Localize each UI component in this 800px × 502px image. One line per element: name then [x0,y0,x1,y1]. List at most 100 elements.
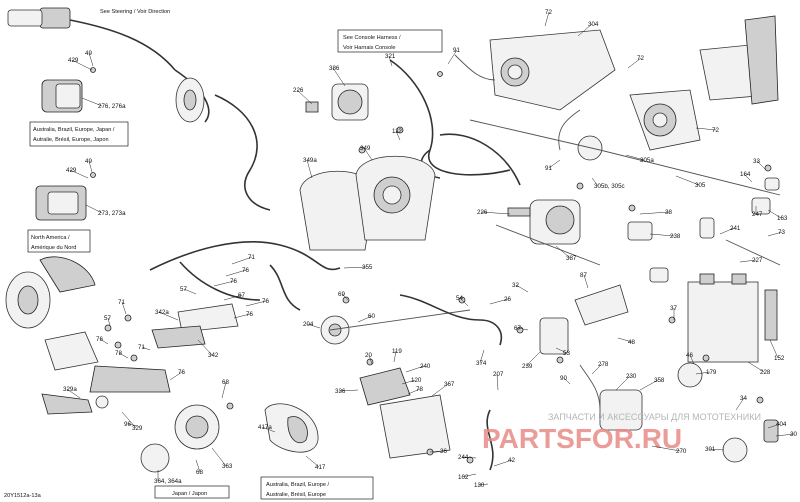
leader-line-429a [71,59,93,71]
part-number-241: 241 [730,225,741,232]
leader-line-71a [231,256,253,265]
part-number-119: 119 [392,348,402,355]
part-number-48: 48 [628,339,635,346]
leader-line-241 [719,227,735,235]
leader-line-49b [88,160,93,173]
part-number-96: 96 [124,421,131,428]
leader-line-48 [617,337,633,343]
part-number-273: 273, 273a [98,210,126,217]
part-number-239: 239 [522,363,533,370]
frame-line-a [469,119,781,196]
leader-line-76b [213,280,235,287]
leader-line-228 [747,361,765,373]
leader-line-226b [480,211,511,215]
leader-line-46 [689,354,695,365]
leader-line-305a [625,154,645,161]
leader-line-72b [627,57,642,69]
leader-line-42 [493,459,513,467]
leader-line-417a [261,426,276,433]
part-number-240: 240 [420,363,431,370]
leader-line-374 [479,349,485,364]
leader-line-53 [555,347,568,354]
part-number-57b: 57 [104,315,111,322]
part-number-305: 305 [695,182,706,189]
leader-line-120 [401,379,416,385]
leader-line-68a [221,381,227,399]
note-regions-a-1: Australia, Brazil, Europe, Japan / [33,127,115,133]
console-note-box [337,29,443,53]
leader-line-130 [477,483,489,486]
part-number-46: 46 [686,352,693,359]
part-number-76d: 76 [246,311,253,318]
leader-line-76a [225,269,247,277]
part-number-278: 278 [598,361,609,368]
part-386 [305,83,369,121]
leader-line-76c [245,300,267,307]
fasteners [90,67,772,464]
part-number-87: 87 [580,272,587,279]
part-number-228: 228 [760,369,771,376]
part-number-67b: 67 [514,325,521,332]
part-number-78b: 78 [416,386,423,393]
part-number-179: 179 [706,369,717,376]
leader-line-342a [158,311,179,321]
part-number-329: 329 [132,425,143,432]
part-number-305a: 305a [640,157,654,164]
leader-line-342 [197,339,213,356]
part-number-53: 53 [563,350,570,357]
part-number-112: 112 [392,128,402,135]
leader-line-270 [651,445,681,452]
watermark-brand: PARTSFOR.RU [482,423,682,454]
part-number-49a: 49 [85,50,92,57]
part-number-305b: 305b, 305c [594,183,625,190]
leader-line-78 [118,352,129,359]
leader-line-87 [583,274,589,289]
battery-228 [687,273,778,363]
part-number-417a: 417a [258,424,272,431]
leader-line-76d [233,313,251,319]
part-number-226b: 226 [477,209,488,216]
part-number-37: 37 [670,305,677,312]
part-number-91b: 91 [545,165,552,172]
leader-line-57a [183,288,197,295]
leader-line-239 [525,351,541,367]
part-number-329a: 329a [63,386,77,393]
part-number-304: 304 [588,21,599,28]
leader-line-72a [544,11,550,27]
leader-line-20 [368,354,373,365]
part-number-76e: 76 [96,336,103,343]
leader-line-112 [395,130,401,141]
part-number-374: 374 [476,360,487,367]
leader-line-204 [306,323,321,329]
part-number-349a: 349a [303,157,317,164]
part-number-244: 244 [458,454,469,461]
leader-line-358 [639,379,659,391]
leader-line-34 [735,397,745,411]
leader-line-26 [489,298,509,305]
part-number-247: 247 [752,211,763,218]
leader-line-102 [461,473,477,478]
leader-line-386 [332,67,346,87]
left-lamps [5,256,220,473]
leader-line-321 [388,55,393,67]
leader-line-349 [363,147,373,161]
leader-line-240 [405,365,425,373]
part-number-164: 164 [740,171,751,178]
leader-line-329a [66,388,81,399]
part-number-270: 270 [676,448,687,455]
leader-line-119 [393,350,397,363]
part-number-68b: 68 [196,469,203,476]
part-number-71a: 71 [248,254,255,261]
part-417 [264,403,319,453]
leader-line-60 [357,315,373,323]
part-number-76b: 76 [230,278,237,285]
part-number-32: 32 [512,282,519,289]
leader-line-49a [88,52,94,67]
part-number-30: 30 [790,431,797,438]
part-number-42: 42 [508,457,515,464]
leader-line-207 [496,373,499,391]
relay-group [627,177,781,283]
leader-line-152 [769,339,779,359]
part-number-207: 207 [493,371,504,378]
leader-line-38 [639,211,670,215]
